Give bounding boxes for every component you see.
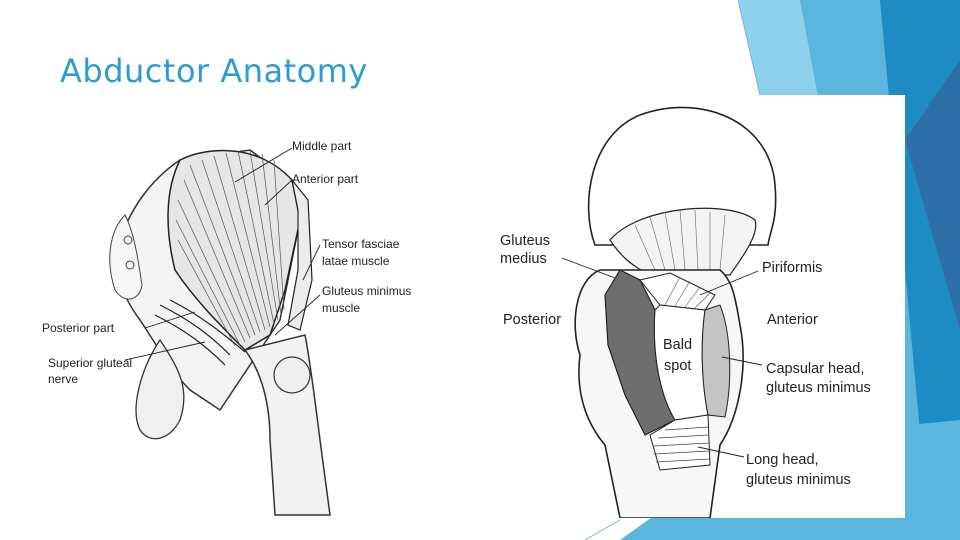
label-anterior-part: Anterior part [292, 172, 359, 186]
label-middle-part: Middle part [292, 139, 352, 153]
ischium [135, 338, 185, 440]
label-capsular-head-line1: Capsular head, [766, 361, 864, 377]
deco-shape-darker [905, 60, 960, 330]
superior-gluteal-nerve [154, 299, 246, 366]
deco-line [737, 0, 761, 96]
label-capsular-head-line2: gluteus minimus [766, 380, 871, 396]
tensor-fasciae-latae [287, 179, 313, 331]
label-long-head-line1: Long head, [746, 452, 819, 468]
label-bald-spot-line1: Bald [663, 337, 692, 353]
piriformis-hatching [664, 276, 711, 309]
label-gluteus-medius-line2: medius [500, 251, 547, 267]
sacral-foramen [125, 260, 135, 270]
piriformis-footprint [639, 272, 716, 311]
label-long-head-line2: gluteus minimus [746, 472, 851, 488]
label-gluteus-minimus-line2: muscle [322, 301, 360, 315]
label-gluteus-medius-line1: Gluteus [500, 233, 550, 249]
label-posterior: Posterior [503, 312, 561, 328]
capsular-head-footprint [701, 304, 731, 418]
label-piriformis: Piriformis [762, 260, 822, 276]
greater-trochanter [273, 356, 311, 394]
gluteus-medius-muscle [167, 149, 301, 351]
slide-title: Abductor Anatomy [60, 52, 368, 90]
label-gluteus-minimus-line1: Gluteus minimus [322, 284, 411, 298]
neck-striations [634, 209, 726, 271]
label-nerve-line2: nerve [48, 372, 78, 386]
label-posterior-part: Posterior part [42, 321, 115, 335]
label-tensor-line2: latae muscle [322, 254, 390, 268]
muscle-fibers [175, 150, 285, 347]
deco-line-bottom [584, 519, 621, 540]
right-leader-lines [561, 257, 763, 458]
right-anatomy-figure: Gluteus medius Piriformis Posterior Ante… [500, 106, 871, 518]
long-head-hatching [653, 426, 711, 463]
sacral-foramen [123, 235, 133, 245]
label-tensor-line1: Tensor fasciae [322, 237, 400, 251]
left-anatomy-figure: Middle part Anterior part Tensor fasciae… [42, 139, 411, 516]
left-leader-lines [124, 147, 321, 361]
long-head-footprint [649, 414, 711, 471]
sacrum [109, 214, 143, 300]
label-bald-spot-line2: spot [664, 358, 691, 374]
label-nerve-line1: Superior gluteal [48, 356, 132, 370]
label-anterior: Anterior [767, 312, 818, 328]
